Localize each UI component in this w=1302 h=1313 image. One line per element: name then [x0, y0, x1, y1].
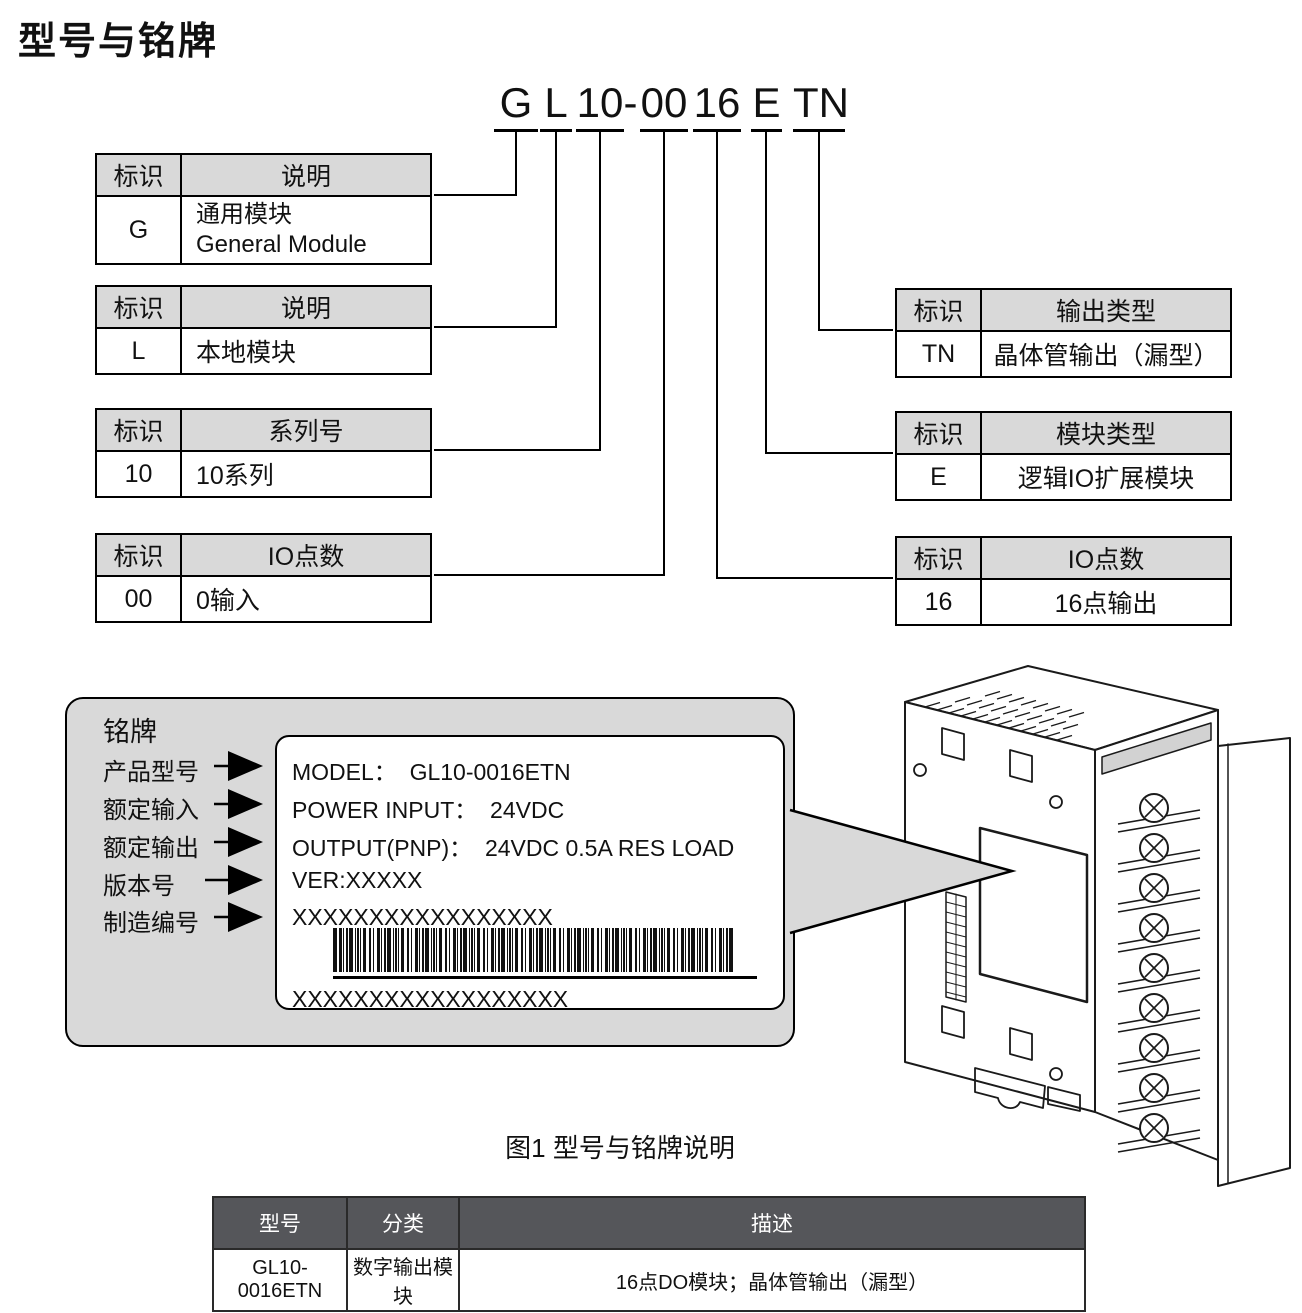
legend-code: L [97, 329, 182, 373]
callout-rated-output: 额定输出 [103, 835, 199, 862]
legend-table-series: 标识 系列号 10 10系列 [95, 408, 432, 498]
figure-caption: 图1 型号与铭牌说明 [505, 1133, 735, 1163]
legend-desc: 16点输出 [1054, 590, 1158, 618]
model-segment-dash: - [623, 79, 638, 126]
legend-header-code: 标识 [97, 287, 182, 327]
summary-data-row: GL10-0016ETN 数字输出模块 16点DO模块；晶体管输出（漏型） [212, 1248, 1086, 1312]
legend-header-desc: IO点数 [1067, 546, 1145, 574]
callout-serial-number: 制造编号 [103, 910, 199, 937]
legend-table-input-points: 标识 IO点数 00 0输入 [95, 533, 432, 623]
legend-table-g: 标识 说明 G 通用模块 General Module [95, 153, 432, 265]
legend-desc: 晶体管输出（漏型） [993, 342, 1219, 370]
legend-desc: 10系列 [196, 462, 274, 490]
legend-code: 00 [97, 577, 182, 621]
legend-code: 10 [97, 452, 182, 496]
model-segment-l: L [540, 80, 572, 132]
legend-header-code: 标识 [97, 155, 182, 195]
nameplate-version-line: VER:XXXXX [292, 867, 423, 893]
summary-cell-desc: 16点DO模块；晶体管输出（漏型） [458, 1248, 1086, 1312]
legend-desc-line2: General Module [196, 231, 367, 258]
model-segment-e: E [751, 80, 782, 132]
legend-table-output-points: 标识 IO点数 16 16点输出 [895, 536, 1232, 626]
legend-header-code: 标识 [97, 410, 182, 450]
model-segment-tn: TN [793, 80, 849, 132]
legend-desc: 通用模块 General Module [182, 197, 430, 263]
legend-header-desc: 说明 [280, 295, 331, 323]
legend-header-desc: 模块类型 [1055, 421, 1156, 449]
legend-header-desc: 说明 [280, 163, 331, 191]
legend-code: TN [897, 332, 982, 376]
nameplate-model-line: MODEL： GL10-0016ETN [292, 759, 571, 785]
legend-table-output-type: 标识 输出类型 TN 晶体管输出（漏型） [895, 288, 1232, 378]
model-segment-00: 00 [640, 80, 688, 132]
legend-desc: 0输入 [196, 587, 260, 615]
legend-header-code: 标识 [897, 413, 982, 453]
callout-rated-input: 额定输入 [103, 797, 199, 824]
summary-cell-class: 数字输出模块 [346, 1248, 460, 1312]
legend-table-module-type: 标识 模块类型 E 逻辑IO扩展模块 [895, 411, 1232, 501]
legend-desc-line1: 通用模块 [196, 201, 292, 228]
callout-version: 版本号 [103, 873, 175, 900]
legend-code: E [897, 455, 982, 499]
nameplate-title: 铭牌 [103, 717, 157, 747]
nameplate-serial-bottom: XXXXXXXXXXXXXXXXXX [292, 986, 569, 1012]
nameplate-power-line: POWER INPUT： 24VDC [292, 797, 565, 823]
summary-header-row: 型号 分类 描述 [212, 1196, 1086, 1250]
legend-header-code: 标识 [97, 535, 182, 575]
legend-table-l: 标识 说明 L 本地模块 [95, 285, 432, 375]
model-segment-16: 16 [693, 80, 741, 132]
legend-header-desc: IO点数 [267, 543, 345, 571]
summary-header-desc: 描述 [458, 1196, 1086, 1250]
legend-header-code: 标识 [897, 538, 982, 578]
barcode-underline [333, 928, 757, 979]
legend-header-desc: 输出类型 [1055, 298, 1156, 326]
legend-code: 16 [897, 580, 982, 624]
legend-desc: 逻辑IO扩展模块 [1017, 465, 1195, 493]
io-module-illustration [904, 665, 1291, 1187]
page-title: 型号与铭牌 [18, 21, 219, 63]
legend-desc: 本地模块 [196, 339, 297, 367]
model-segment-g: G [494, 80, 538, 132]
summary-table: 型号 分类 描述 GL10-0016ETN 数字输出模块 16点DO模块；晶体管… [212, 1196, 1086, 1312]
summary-header-model: 型号 [212, 1196, 348, 1250]
nameplate-serial-line: XXXXXXXXXXXXXXXXX [292, 904, 553, 930]
nameplate-output-line: OUTPUT(PNP)： 24VDC 0.5A RES LOAD [292, 835, 735, 861]
legend-header-code: 标识 [897, 290, 982, 330]
legend-header-desc: 系列号 [268, 418, 344, 446]
summary-cell-model: GL10-0016ETN [212, 1248, 348, 1312]
barcode [333, 928, 757, 972]
model-segment-10: 10 [576, 80, 624, 132]
legend-code: G [97, 197, 182, 263]
summary-header-class: 分类 [346, 1196, 460, 1250]
callout-product-model: 产品型号 [103, 759, 199, 786]
